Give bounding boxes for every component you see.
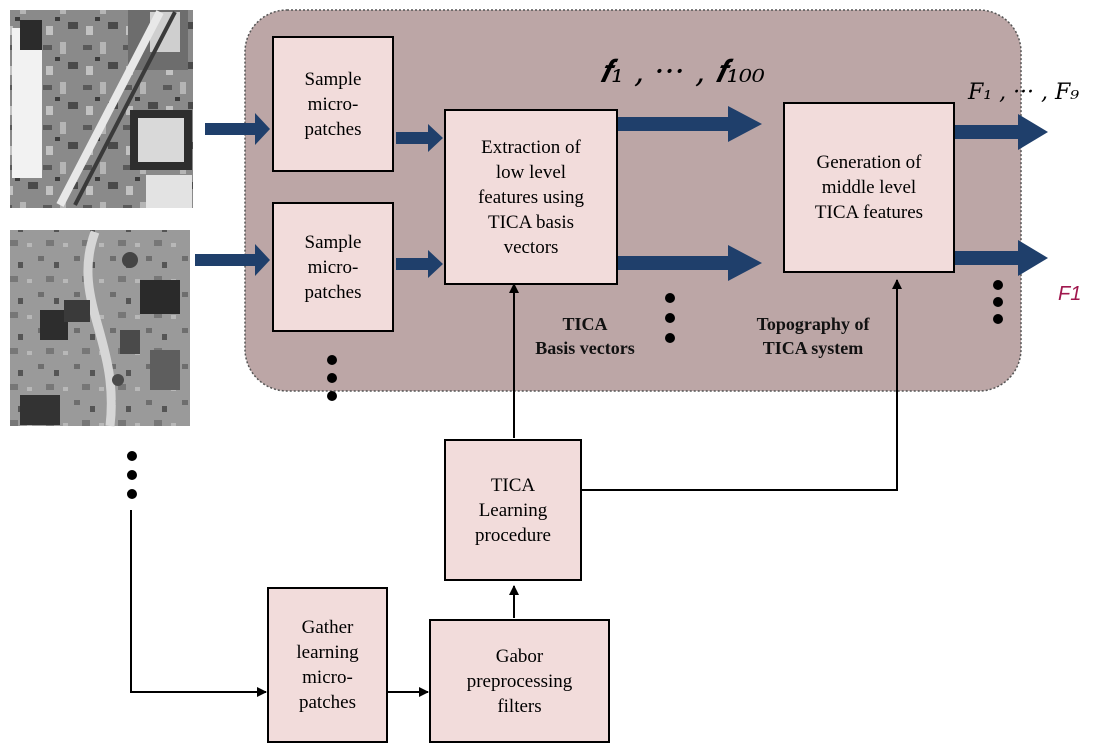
arrow-extraction-to-generation-top: [618, 106, 762, 142]
ellipsis-dots-samples: [327, 355, 337, 401]
gather-micro-patches-box: Gather learning micro- patches: [267, 587, 388, 743]
gabor-filters-label: Gabor preprocessing filters: [466, 645, 573, 717]
ellipsis-dots-images: [127, 451, 137, 499]
tica-basis-vectors-label: TICA Basis vectors: [535, 314, 635, 358]
extraction-label: Extraction of low level features using T…: [477, 136, 585, 258]
arrow-image1-to-sample1: [205, 113, 270, 145]
tica-learning-box: TICA Learning procedure: [444, 439, 582, 581]
sample-micro-patches-box-top: Sample micro- patches: [272, 36, 394, 172]
sample-micro-patches-label-top: Sample micro- patches: [304, 68, 362, 140]
ellipsis-dots-features: [665, 293, 675, 343]
corner-label: F1: [1058, 283, 1082, 305]
aerial-image-industrial: [10, 10, 193, 208]
arrow-dots-to-gather: [130, 510, 267, 697]
sample-micro-patches-label-bottom: Sample micro- patches: [304, 231, 362, 303]
arrow-sample2-to-extraction: [396, 250, 443, 278]
aerial-image-residential: [10, 230, 190, 427]
arrow-sample1-to-extraction: [396, 124, 443, 152]
gather-micro-patches-label: Gather learning micro- patches: [296, 617, 359, 713]
arrow-image2-to-sample2: [195, 244, 270, 276]
arrow-tica-learning-to-generation: [582, 279, 902, 491]
middle-level-features-math: F₁ , ··· , F₉: [968, 80, 1080, 105]
arrow-generation-output-bottom: [955, 240, 1048, 276]
generation-label: Generation of middle level TICA features: [814, 152, 924, 223]
ellipsis-dots-outputs: [993, 280, 1003, 324]
extraction-box: Extraction of low level features using T…: [444, 109, 618, 285]
low-level-features-math: 𝒇₁ , ··· , 𝒇₁₀₀: [600, 52, 765, 90]
generation-box: Generation of middle level TICA features: [783, 102, 955, 273]
sample-micro-patches-box-bottom: Sample micro- patches: [272, 202, 394, 332]
arrow-generation-output-top: [955, 114, 1048, 150]
topography-label: Topography of TICA system: [756, 314, 870, 358]
arrow-extraction-to-generation-bottom: [618, 245, 762, 281]
gabor-filters-box: Gabor preprocessing filters: [429, 619, 610, 743]
tica-learning-label: TICA Learning procedure: [475, 474, 551, 546]
